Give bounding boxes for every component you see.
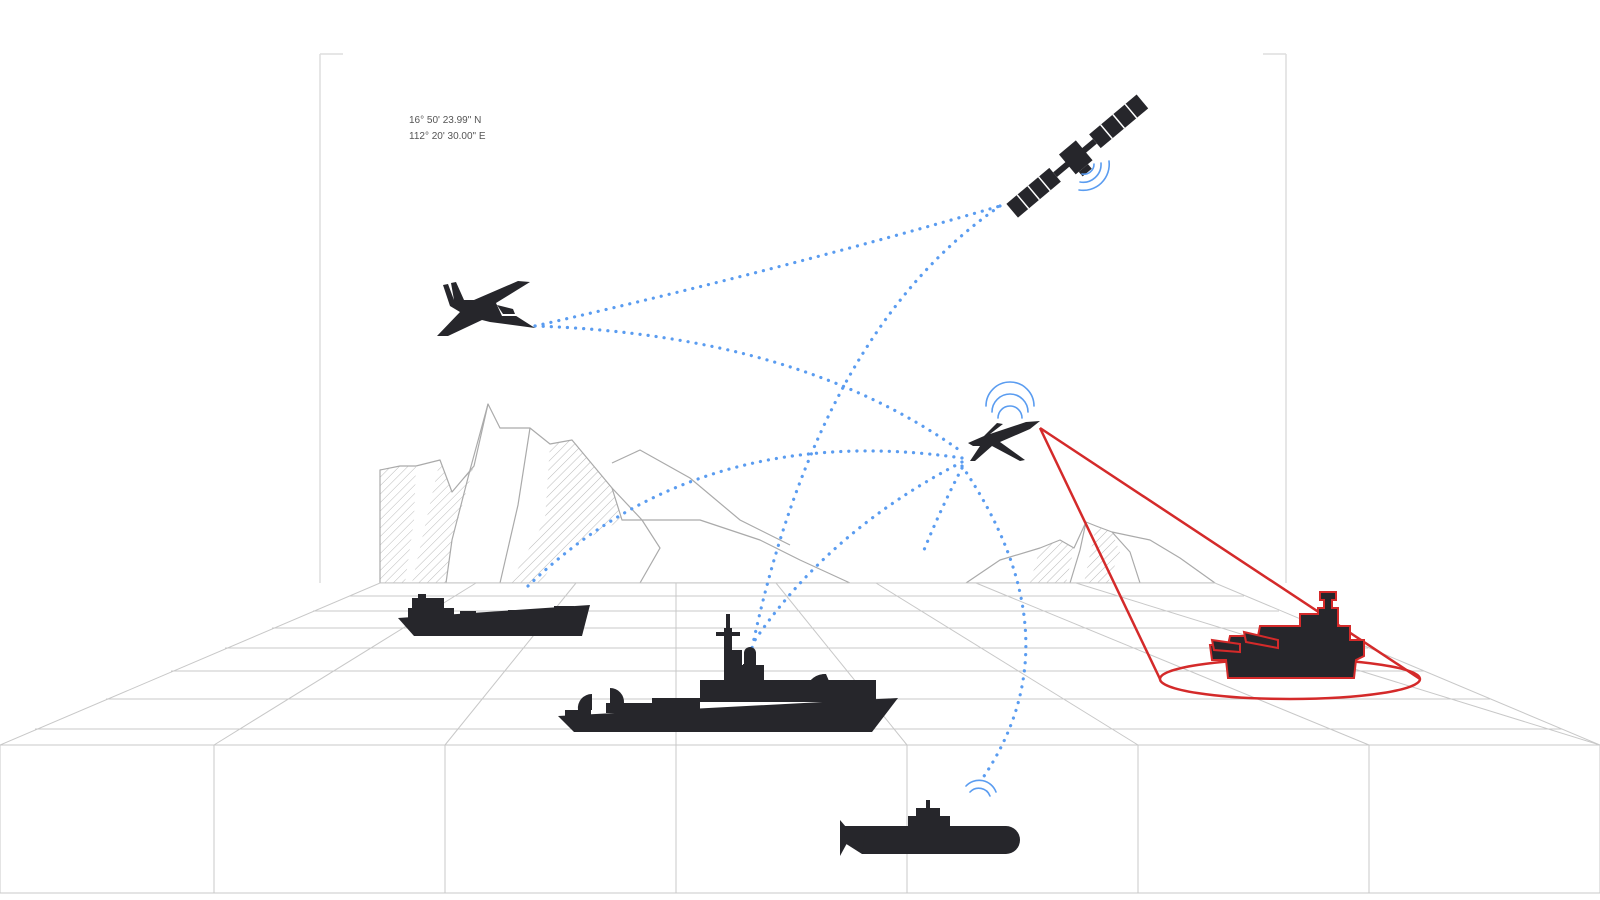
submarine-icon[interactable] [840,800,1020,856]
warship-icon[interactable] [558,614,898,732]
submarine-signal-icon [965,779,997,797]
link-drone-submarine [960,464,1028,784]
link-drone-down [920,466,964,557]
link-drone-warship [753,460,964,642]
fighter-jet-icon[interactable] [437,281,535,336]
latitude-text: 16° 50' 23.99" N [409,115,482,126]
mountain-range-left [379,403,851,584]
link-satellite-warship [750,204,1002,650]
communication-links [526,204,1028,784]
link-drone-cargo [526,449,964,588]
satellite-icon[interactable] [1004,91,1155,225]
link-jet-satellite [533,204,1002,328]
satellite-signal-icon [1078,160,1111,192]
drone-signal-icon [985,381,1035,419]
ocean-grid [0,582,1600,894]
coordinate-readout: 16° 50' 23.99" N 112° 20' 30.00" E [409,113,486,145]
cargo-ship-icon[interactable] [398,594,590,636]
longitude-text: 112° 20' 30.00" E [409,131,486,142]
drone-icon[interactable] [968,421,1040,461]
mountain-range-right [965,521,1216,584]
hostile-warship-icon[interactable] [1208,591,1365,679]
link-jet-drone [533,324,964,454]
background-frame [319,53,1287,583]
